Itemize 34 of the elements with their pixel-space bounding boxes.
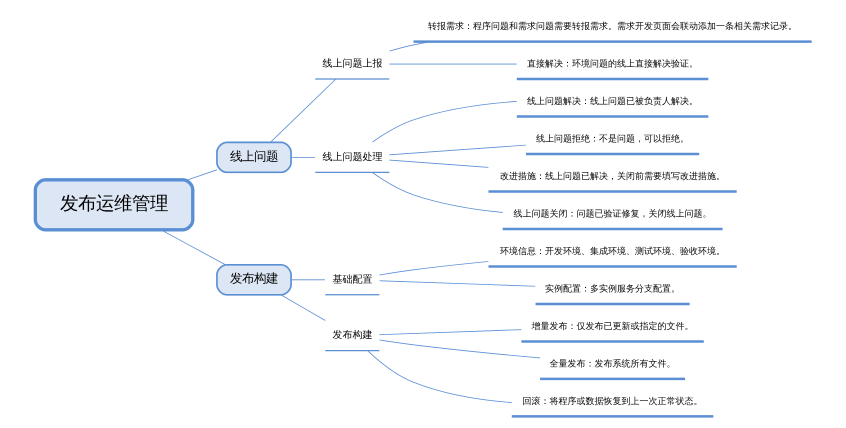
node-text: 线上问题上报 [322, 58, 382, 70]
node-text: 转报需求：程序问题和需求问题需要转报需求。需求开发页面会联动添加一条相关需求记录。 [428, 20, 797, 32]
node-text: 环境信息：开发环境、集成环境、测试环境、验收环境。 [500, 246, 725, 257]
node-text: 回滚：将程序或数据恢复到上一次正常状态。 [522, 396, 702, 407]
connector [378, 280, 536, 287]
node-text: 线上问题处理 [322, 152, 382, 163]
connector [388, 160, 488, 168]
connector [388, 144, 526, 156]
connector [160, 230, 226, 266]
node-text: 实例配置：多实例服务分支配置。 [544, 283, 680, 294]
node-text: 线上问题解决：线上问题已被负责人解决。 [526, 96, 698, 107]
connector [378, 340, 540, 358]
node-text: 直接解决：环境问题的线上直接解决验证。 [526, 58, 698, 70]
connector [270, 78, 336, 143]
connector [290, 279, 325, 280]
connector [366, 350, 512, 403]
connector [378, 329, 522, 336]
node-text: 改进措施：线上问题已解决，关闭前需要填写改进措施。 [500, 170, 725, 182]
connector [290, 156, 315, 158]
node-box: 发布构建 [216, 264, 292, 296]
node-text: 增量发布：仅发布已更新或指定的文件。 [531, 320, 694, 332]
node-text: 发布构建 [332, 330, 372, 342]
connector [280, 294, 326, 321]
node-text: 基础配置 [332, 274, 372, 286]
node-box: 发布运维管理 [33, 178, 194, 232]
node-text: 全量发布：发布系统所有文件。 [549, 358, 676, 370]
node-box: 线上问题 [216, 142, 292, 174]
node-text: 线上问题关闭：问题已验证修复，关闭线上问题。 [513, 208, 712, 220]
connector [388, 41, 432, 52]
connector [378, 261, 488, 276]
connector [371, 101, 517, 143]
connector [371, 172, 503, 213]
connector [186, 169, 217, 180]
node-text: 线上问题拒绝：不是问题，可以拒绝。 [536, 133, 689, 144]
